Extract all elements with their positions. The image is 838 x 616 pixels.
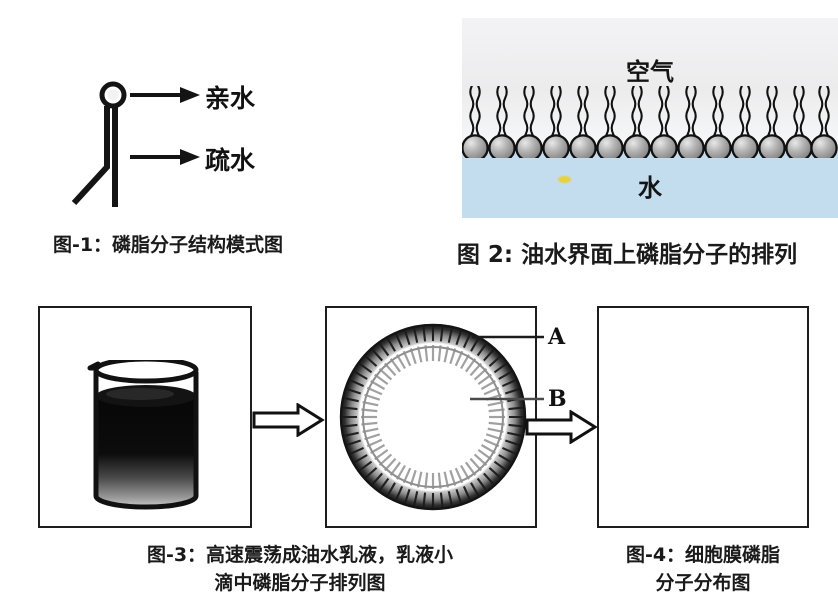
solid-arrow-right-icon-hydrophobic (130, 149, 200, 165)
air-region (462, 18, 838, 146)
hollow-block-arrow-right-icon-1 (252, 403, 325, 437)
solid-arrow-right-icon-hydrophilic (130, 87, 200, 103)
yellow-speck-icon (558, 176, 571, 183)
phospholipid-tail-bent (71, 106, 110, 206)
phospholipid-molecule-diagram (71, 81, 200, 207)
blank-answer-panel[interactable] (597, 306, 809, 528)
figure-3-caption-line-1: 图-3：高速震荡成油水乳液，乳液小 (146, 544, 454, 566)
phospholipid-monolayer-row (462, 86, 838, 158)
beaker-with-dark-liquid-icon (87, 360, 199, 510)
figure-4-caption: 图-4：细胞膜磷脂 分子分布图 (586, 541, 820, 597)
water-label: 水 (638, 174, 662, 202)
vesicle-panel (325, 306, 537, 528)
hydrophobic-label: 疏水 (205, 146, 256, 175)
air-label: 空气 (626, 58, 674, 86)
figure-3-caption: 图-3：高速震荡成油水乳液，乳液小 滴中磷脂分子排列图 (90, 541, 510, 597)
figure-2-panel: 空气 水 (462, 18, 838, 218)
hollow-block-arrow-right-icon-2 (525, 410, 598, 444)
figure-1-caption: 图-1：磷脂分子结构模式图 (52, 234, 284, 256)
beaker-panel (38, 306, 252, 528)
phospholipid-head-circle-icon (99, 81, 127, 109)
vesicle-label-b: B (548, 386, 567, 412)
figure-4-caption-line-2: 分子分布图 (655, 572, 751, 594)
vesicle-leader-lines (470, 335, 544, 401)
phospholipid-vesicle-bilayer-icon (338, 323, 528, 512)
figure-3-caption-line-2: 滴中磷脂分子排列图 (214, 572, 386, 594)
figure-4-caption-line-1: 图-4：细胞膜磷脂 (625, 544, 781, 566)
hydrophilic-label: 亲水 (205, 84, 256, 113)
figure-2-caption: 图 2: 油水界面上磷脂分子的排列 (456, 242, 798, 268)
water-region (462, 146, 838, 218)
figure-1-group: 亲水 疏水 图-1：磷脂分子结构模式图 (0, 0, 330, 270)
vesicle-label-a: A (548, 324, 566, 350)
